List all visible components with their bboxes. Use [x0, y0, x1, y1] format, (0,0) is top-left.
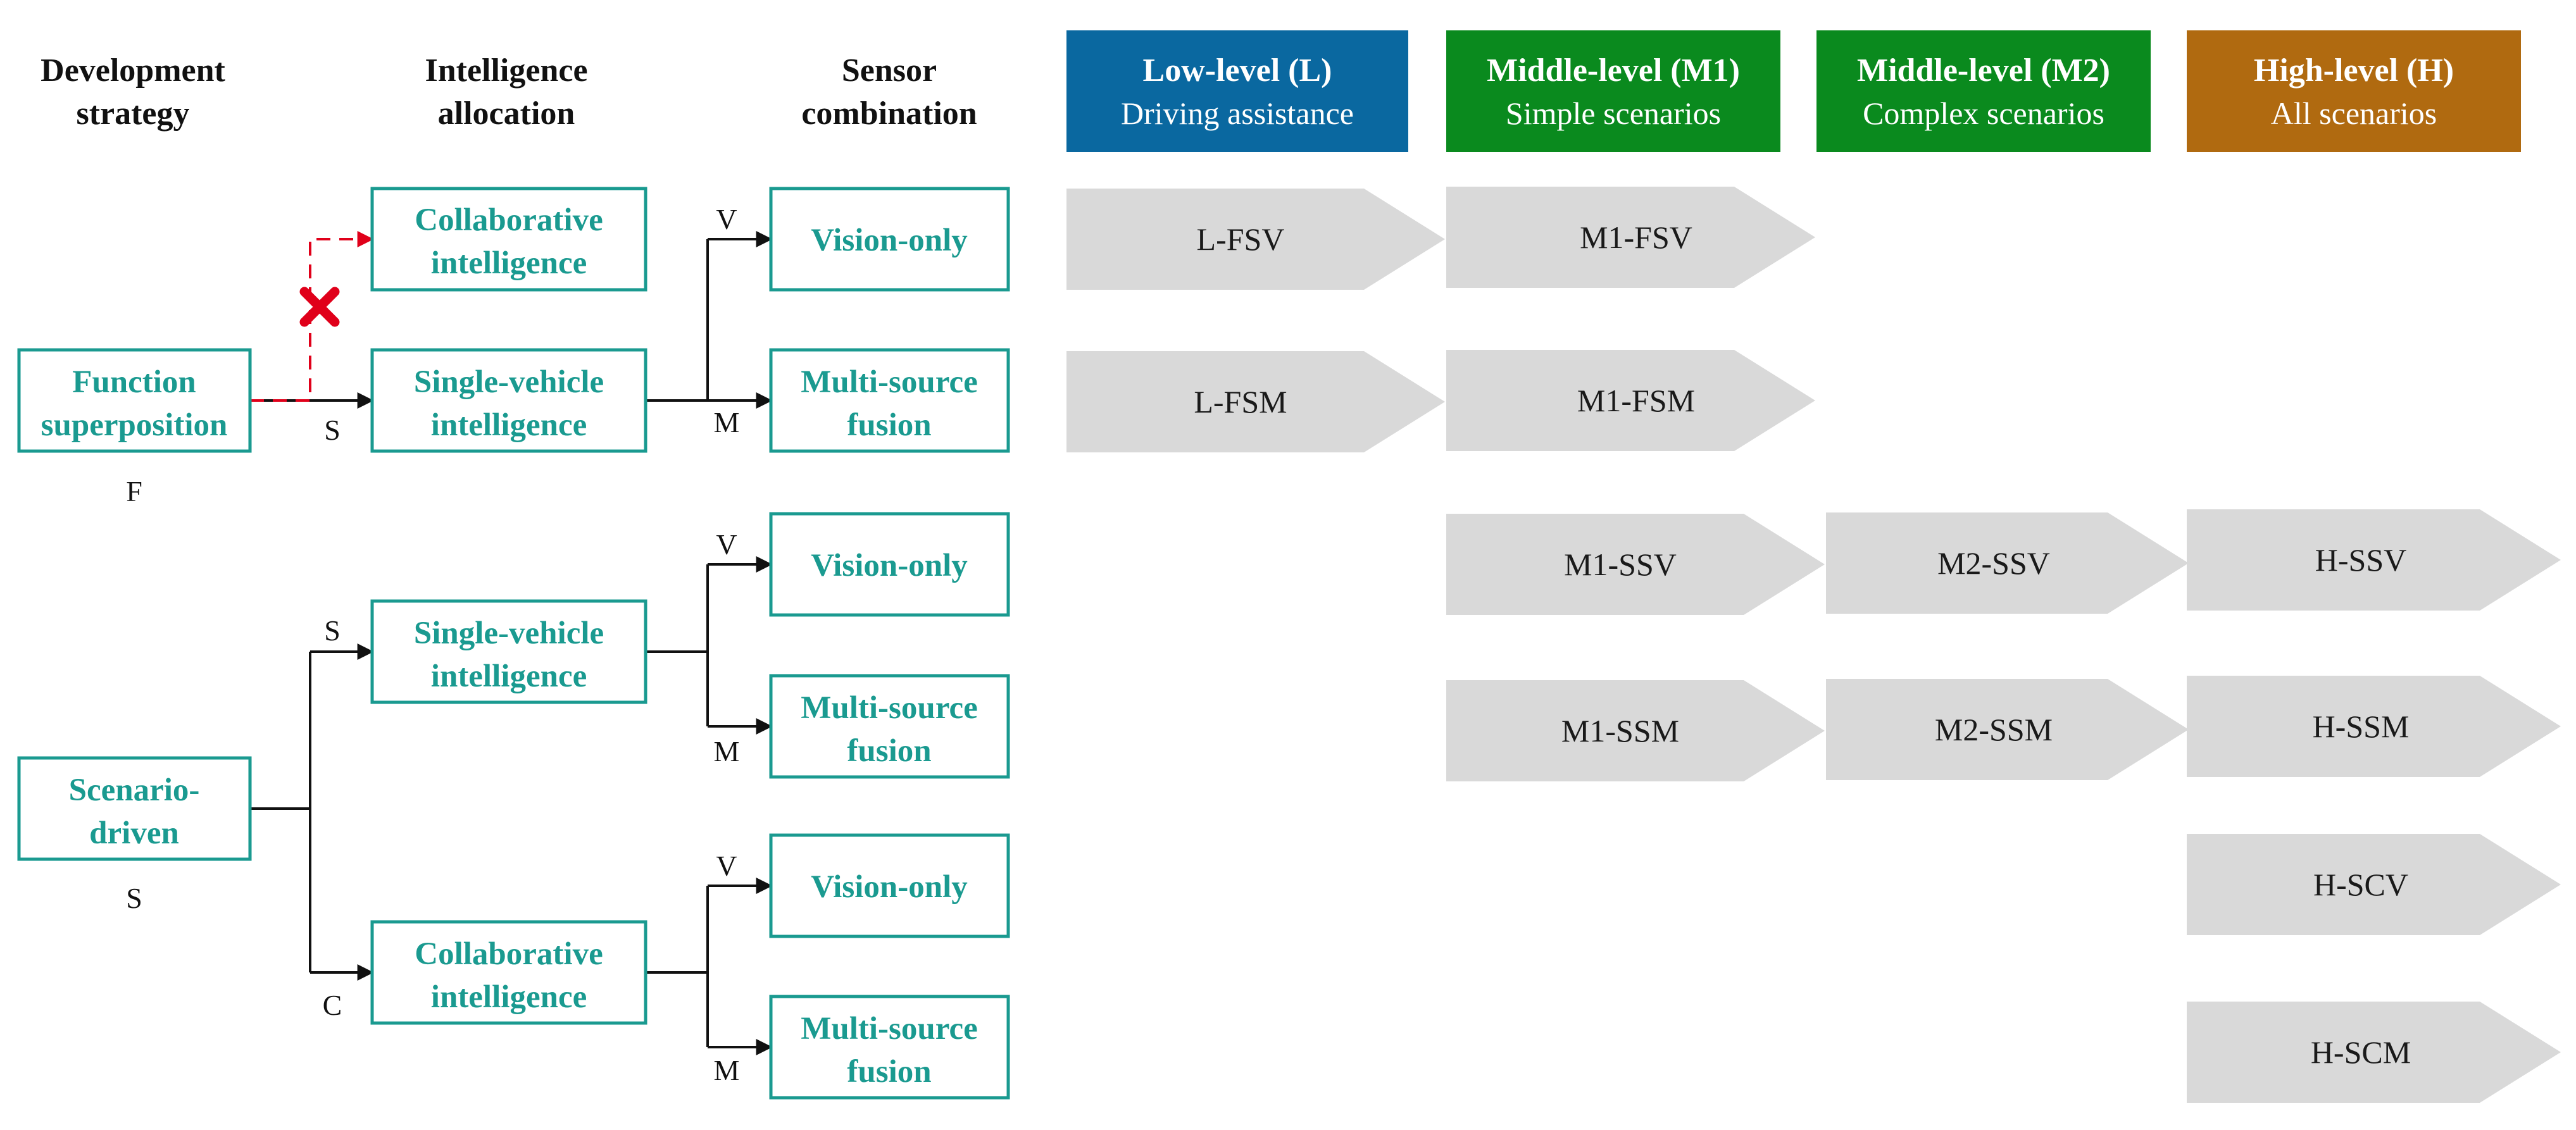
- level-high-title: High-level (H): [2254, 53, 2454, 89]
- node-multi-source-3: Multi-source fusion: [769, 995, 1010, 1100]
- chevron-h-ssv: H-SSV: [2187, 509, 2561, 611]
- chevron-m1-fsv: M1-FSV: [1446, 187, 1815, 288]
- node-vision-3-label: Vision-only: [811, 869, 968, 905]
- connectors-function: S V M: [250, 203, 773, 446]
- chevron-m1-fsm: M1-FSM: [1446, 350, 1815, 451]
- svg-text:L-FSM: L-FSM: [1194, 384, 1287, 419]
- level-m1-subtitle: Simple scenarios: [1506, 96, 1721, 131]
- svg-text:H-SSM: H-SSM: [2313, 709, 2410, 744]
- node-single-mid-line2: intelligence: [431, 659, 587, 694]
- node-multi-2-line1: Multi-source: [801, 690, 978, 726]
- header-development-strategy: Development strategy: [41, 53, 225, 132]
- header-sensor-combination-line2: combination: [801, 96, 977, 132]
- node-scenario-line1: Scenario-: [69, 773, 200, 808]
- edge-label-mid-m: M: [714, 735, 740, 767]
- node-multi-source-1: Multi-source fusion: [769, 348, 1010, 453]
- chevron-m2-ssv: M2-SSV: [1826, 512, 2189, 614]
- reject-cross-icon: [299, 287, 340, 327]
- level-header-high: High-level (H) All scenarios: [2187, 30, 2521, 152]
- chevron-h-ssm: H-SSM: [2187, 676, 2561, 777]
- node-vision-2-label: Vision-only: [811, 548, 968, 583]
- header-development-strategy-line1: Development: [41, 53, 225, 89]
- header-sensor-combination: Sensor combination: [801, 53, 977, 132]
- edge-label-scenario-s: S: [324, 614, 341, 647]
- node-collab-bottom-line1: Collaborative: [415, 936, 603, 972]
- node-single-top-line2: intelligence: [431, 407, 587, 443]
- svg-text:M2-SSM: M2-SSM: [1935, 712, 2053, 747]
- edge-label-bottom-m: M: [714, 1054, 740, 1086]
- header-intelligence-allocation: Intelligence allocation: [425, 53, 587, 132]
- node-single-top-line1: Single-vehicle: [414, 364, 604, 400]
- node-scenario-line2: driven: [89, 816, 179, 851]
- node-function-line1: Function: [72, 364, 196, 400]
- header-sensor-combination-line1: Sensor: [842, 53, 937, 89]
- node-vision-only-3: Vision-only: [769, 833, 1010, 938]
- chevron-h-scv: H-SCV: [2187, 834, 2561, 935]
- svg-text:H-SSV: H-SSV: [2315, 542, 2406, 578]
- node-scenario-driven: Scenario- driven: [17, 756, 252, 861]
- level-header-middle-m2: Middle-level (M2) Complex scenarios: [1816, 30, 2151, 152]
- node-collab-top-line2: intelligence: [431, 245, 587, 281]
- svg-text:M2-SSV: M2-SSV: [1937, 545, 2050, 581]
- svg-text:M1-SSV: M1-SSV: [1564, 547, 1677, 582]
- edge-label-function-s: S: [324, 414, 341, 446]
- strategy-code-s: S: [126, 882, 142, 914]
- level-low-subtitle: Driving assistance: [1121, 96, 1354, 131]
- node-multi-1-line1: Multi-source: [801, 364, 978, 400]
- node-collab-top-line1: Collaborative: [415, 202, 603, 238]
- chevron-l-fsm: L-FSM: [1066, 351, 1445, 452]
- edge-label-scenario-c: C: [323, 989, 342, 1021]
- edge-label-top-v: V: [716, 203, 737, 235]
- header-intelligence-allocation-line1: Intelligence: [425, 53, 587, 89]
- level-low-title: Low-level (L): [1143, 53, 1332, 89]
- level-m2-subtitle: Complex scenarios: [1863, 96, 2104, 131]
- node-collaborative-top: Collaborative intelligence: [370, 187, 647, 292]
- level-m1-title: Middle-level (M1): [1487, 53, 1740, 89]
- strategy-code-f: F: [126, 475, 142, 507]
- node-vision-only-2: Vision-only: [769, 512, 1010, 617]
- svg-text:M1-SSM: M1-SSM: [1561, 713, 1679, 748]
- node-function-superposition: Function superposition: [17, 348, 252, 453]
- chevron-m1-ssm: M1-SSM: [1446, 680, 1825, 781]
- edge-label-bottom-v: V: [716, 850, 737, 882]
- node-vision-only-1: Vision-only: [769, 187, 1010, 292]
- node-multi-2-line2: fusion: [847, 733, 931, 769]
- node-collaborative-bottom: Collaborative intelligence: [370, 920, 647, 1025]
- chevron-m2-ssm: M2-SSM: [1826, 679, 2189, 780]
- chevron-l-fsv: L-FSV: [1066, 189, 1445, 290]
- level-high-subtitle: All scenarios: [2271, 96, 2437, 131]
- connectors-scenario: S C V M V M: [250, 528, 773, 1086]
- node-multi-3-line1: Multi-source: [801, 1011, 978, 1046]
- svg-text:H-SCM: H-SCM: [2311, 1034, 2411, 1070]
- level-header-middle-m1: Middle-level (M1) Simple scenarios: [1446, 30, 1780, 152]
- svg-text:L-FSV: L-FSV: [1197, 221, 1285, 257]
- header-intelligence-allocation-line2: allocation: [438, 96, 575, 132]
- edge-label-top-m: M: [714, 406, 740, 438]
- chevron-h-scm: H-SCM: [2187, 1002, 2561, 1103]
- node-single-vehicle-mid: Single-vehicle intelligence: [370, 599, 647, 704]
- node-multi-1-line2: fusion: [847, 407, 931, 443]
- level-header-low: Low-level (L) Driving assistance: [1066, 30, 1408, 152]
- chevron-m1-ssv: M1-SSV: [1446, 514, 1825, 615]
- node-multi-3-line2: fusion: [847, 1054, 931, 1090]
- node-multi-source-2: Multi-source fusion: [769, 674, 1010, 779]
- svg-text:M1-FSV: M1-FSV: [1580, 220, 1692, 255]
- svg-text:H-SCV: H-SCV: [2313, 867, 2408, 902]
- node-collab-bottom-line2: intelligence: [431, 979, 587, 1015]
- level-m2-title: Middle-level (M2): [1857, 53, 2110, 89]
- node-vision-1-label: Vision-only: [811, 223, 968, 258]
- svg-text:M1-FSM: M1-FSM: [1577, 383, 1695, 418]
- node-single-vehicle-top: Single-vehicle intelligence: [370, 348, 647, 453]
- node-function-line2: superposition: [41, 407, 228, 443]
- header-development-strategy-line2: strategy: [76, 96, 189, 132]
- edge-label-mid-v: V: [716, 528, 737, 561]
- node-single-mid-line1: Single-vehicle: [414, 616, 604, 651]
